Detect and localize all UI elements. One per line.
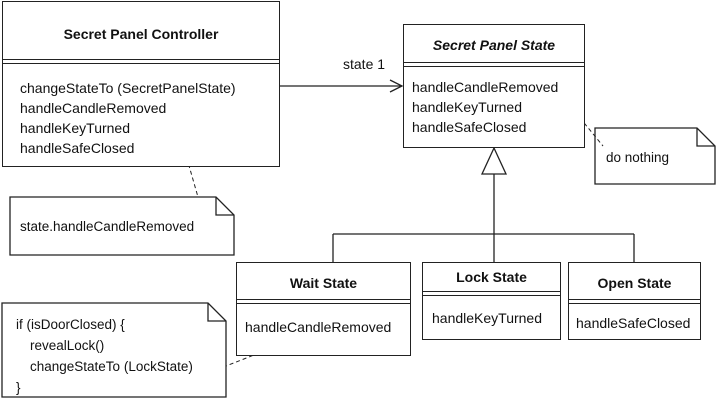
wait-state-name: Wait State — [289, 275, 358, 291]
wait-note-line: revealLock() — [30, 338, 105, 353]
controller-note-fold — [215, 197, 234, 216]
state-note-fold — [696, 128, 715, 147]
controller-note-shape — [9, 196, 235, 256]
wait-ops: handleCandleRemoved — [245, 317, 410, 337]
state-class[interactable]: Secret Panel State handleCandleRemoved h… — [403, 24, 585, 148]
state-op: handleSafeClosed — [412, 119, 527, 135]
wait-state-class[interactable]: Wait State handleCandleRemoved — [236, 262, 411, 356]
wait-op: handleCandleRemoved — [245, 319, 392, 335]
controller-note-text: state.handleCandleRemoved — [20, 219, 195, 234]
controller-op: handleCandleRemoved — [20, 100, 167, 116]
association-label: state 1 — [343, 56, 386, 72]
state-note-text: do nothing — [606, 150, 670, 165]
lock-state-name: Lock State — [456, 269, 527, 285]
controller-op: changeStateTo (SecretPanelState) — [20, 80, 236, 96]
controller-divider — [3, 59, 279, 64]
lock-divider — [423, 291, 560, 296]
state-note-shape — [594, 127, 716, 185]
open-state-class[interactable]: Open State handleSafeClosed — [568, 262, 701, 340]
controller-op: handleSafeClosed — [20, 140, 135, 156]
controller-class[interactable]: Secret Panel Controller changeStateTo (S… — [2, 1, 280, 167]
open-op: handleSafeClosed — [576, 315, 691, 331]
state-divider — [404, 62, 584, 67]
open-ops: handleSafeClosed — [576, 313, 700, 333]
lock-op: handleKeyTurned — [432, 310, 543, 326]
lock-state-class[interactable]: Lock State handleKeyTurned — [422, 262, 561, 340]
open-divider — [569, 299, 700, 304]
state-ops: handleCandleRemoved handleKeyTurned hand… — [412, 77, 584, 137]
controller-op: handleKeyTurned — [20, 120, 131, 136]
state-op: handleKeyTurned — [412, 99, 523, 115]
wait-note-text: if (isDoorClosed) { revealLock() changeS… — [16, 314, 193, 398]
wait-note-shape — [1, 302, 227, 398]
state-class-name: Secret Panel State — [432, 37, 556, 53]
generalization-triangle — [480, 146, 508, 175]
controller-ops: changeStateTo (SecretPanelState) handleC… — [20, 78, 279, 158]
wait-note-line: changeStateTo (LockState) — [30, 359, 193, 374]
wait-note-fold — [207, 303, 226, 322]
state-op: handleCandleRemoved — [412, 79, 559, 95]
open-state-name: Open State — [597, 275, 672, 291]
association-arrowhead — [389, 79, 404, 93]
lock-ops: handleKeyTurned — [432, 308, 560, 328]
controller-class-name: Secret Panel Controller — [63, 26, 219, 42]
wait-note-line: } — [16, 380, 21, 395]
wait-note-line: if (isDoorClosed) { — [16, 317, 125, 332]
wait-divider — [237, 299, 410, 304]
